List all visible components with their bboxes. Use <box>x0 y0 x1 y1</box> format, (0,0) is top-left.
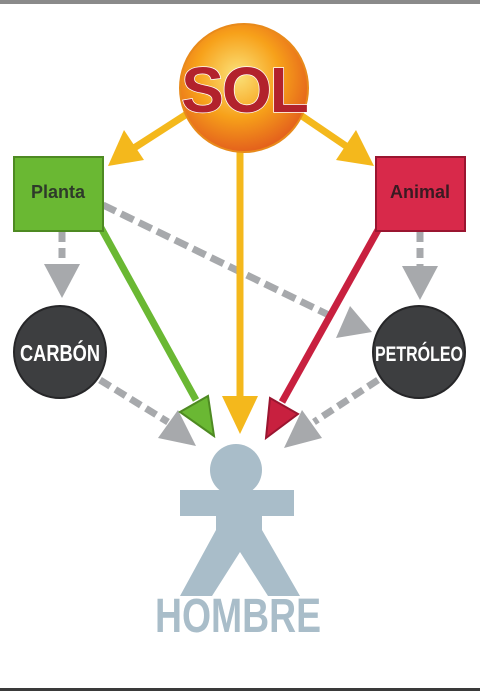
sol-node: SOL <box>179 23 310 153</box>
arrow-carbon-to-hombre <box>98 377 196 446</box>
arrow-sol-to-planta <box>108 109 192 166</box>
top-border <box>0 0 480 4</box>
human-figure-icon <box>180 444 300 596</box>
carbon-node: CARBÓN <box>13 305 107 399</box>
arrow-sol-to-hombre <box>222 152 258 434</box>
bottom-border <box>0 688 480 691</box>
carbon-label: CARBÓN <box>20 339 100 366</box>
arrow-planta-to-hombre <box>96 224 216 439</box>
petroleo-label: PETRÓLEO <box>375 342 463 366</box>
animal-node: Animal <box>375 156 466 232</box>
planta-label: Planta <box>31 182 86 202</box>
arrow-sol-to-animal <box>294 109 374 166</box>
arrow-planta-to-carbon <box>44 232 80 298</box>
sun-icon <box>179 23 309 153</box>
arrow-planta-to-petroleo <box>101 201 372 338</box>
animal-label: Animal <box>390 182 450 202</box>
arrow-petroleo-to-hombre <box>284 377 380 448</box>
planta-node: Planta <box>13 156 104 232</box>
arrow-animal-to-hombre <box>264 228 382 441</box>
hombre-label: HOMBRE <box>155 590 321 643</box>
arrow-animal-to-petroleo <box>402 232 438 300</box>
petroleo-node: PETRÓLEO <box>372 305 466 399</box>
dashed-arrows <box>44 201 438 448</box>
sun-arrows <box>108 109 374 434</box>
sol-label: SOL <box>181 54 307 126</box>
hombre-node: HOMBRE <box>155 444 321 643</box>
